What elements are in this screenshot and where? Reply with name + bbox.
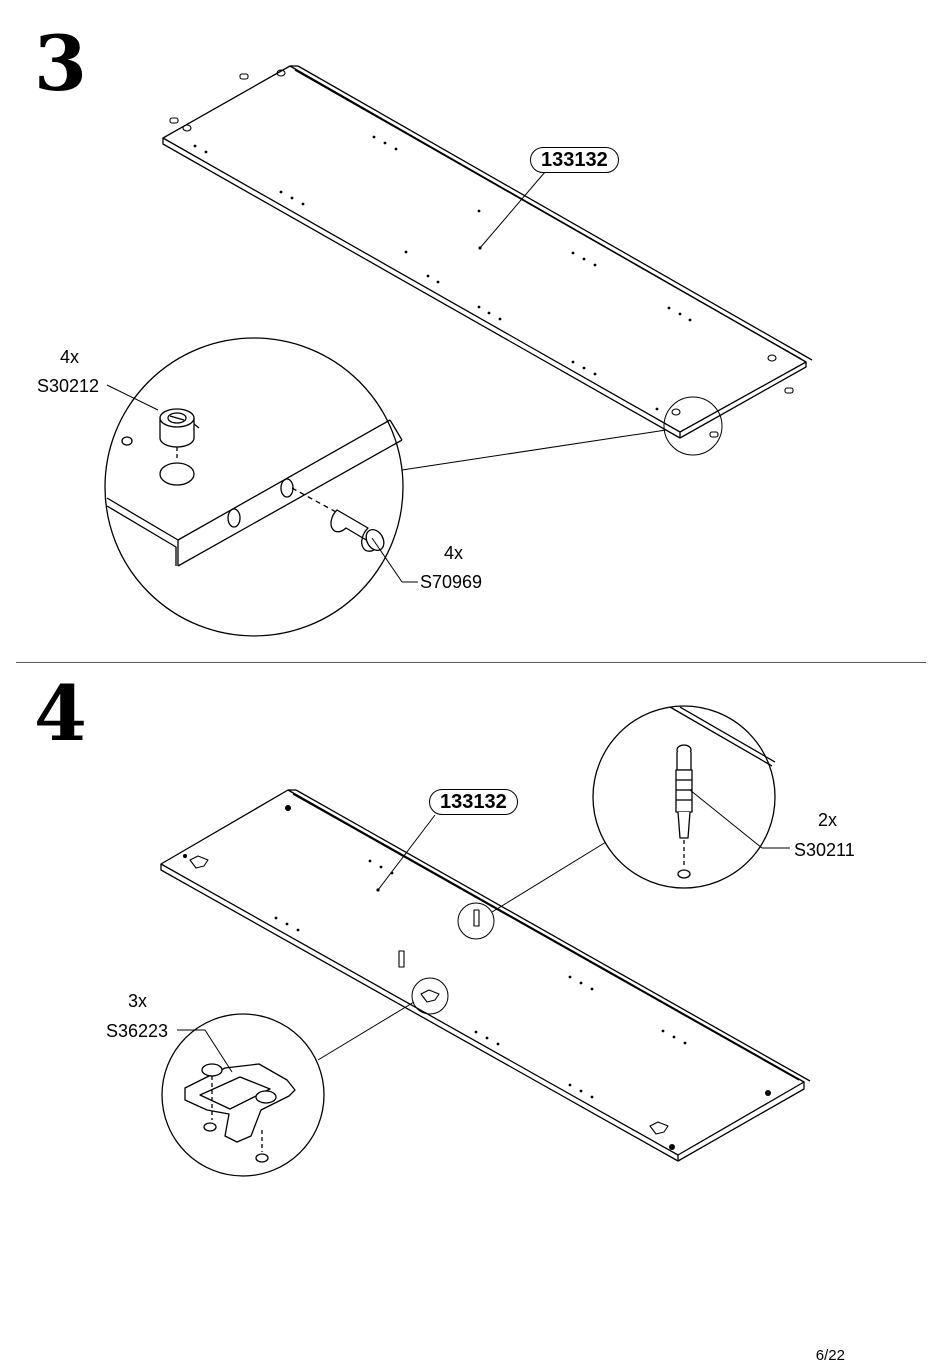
step3-panel-drawing [162, 65, 813, 471]
step3-cam-code: S30212 [37, 376, 100, 396]
step-4-number: 4 [34, 669, 87, 758]
step3-dowel-qty: 4x [444, 543, 464, 563]
step4-bolt-qty: 2x [818, 810, 838, 830]
step4-plate-detail [161, 1013, 325, 1177]
step4-plate-qty: 3x [128, 991, 148, 1011]
step4-panel-tag: 133132 [429, 789, 518, 815]
step4-plate-code: S36223 [106, 1021, 169, 1041]
step3-panel-holes [193, 135, 692, 411]
step4-bolt-detail [592, 705, 790, 889]
step-3-number: 3 [34, 19, 87, 108]
step3-dowel-code: S70969 [420, 572, 483, 592]
step3-panel-tag: 133132 [530, 147, 619, 173]
step3-cam-qty: 4x [60, 347, 80, 367]
step4-panel-drawing [160, 789, 811, 1162]
step4-hardware-on-panel [189, 841, 669, 1135]
step3-detail-view [104, 337, 418, 637]
step-divider [16, 662, 926, 663]
page-number: 6/22 [815, 1347, 845, 1364]
step4-bolt-code: S30211 [794, 840, 855, 860]
step4-panel-holes [183, 805, 771, 1150]
